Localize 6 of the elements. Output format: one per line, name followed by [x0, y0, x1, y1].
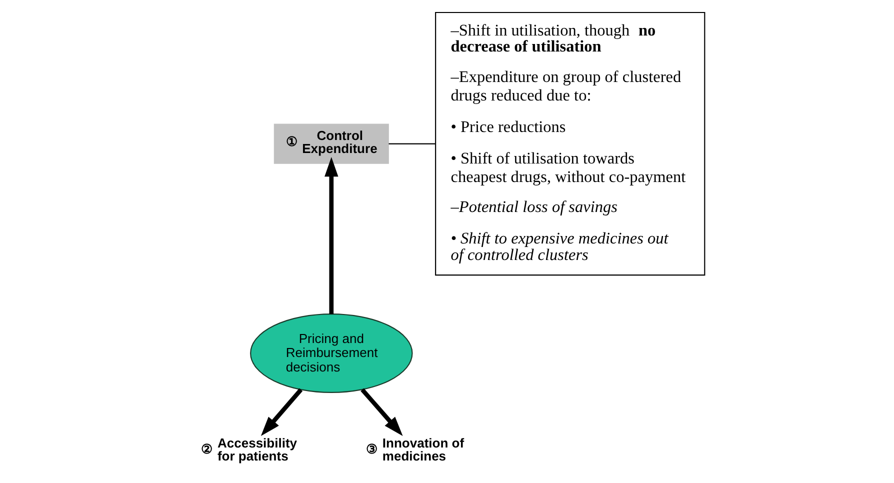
- arrow: [360, 388, 402, 436]
- node-box: –Shift in utilisation, though no decrease of utilisation –Expenditure on group of clustered drugs reduced due to: • Price reductions • Shift of utilisation towards cheapest drugs, without co-payment –Potential loss of savings • Shift to expensive medicines out of controlled clusters: [434, 12, 705, 276]
- arrow: [260, 388, 302, 436]
- node-ellipse: Pricing and Reimbursement decisions: [250, 314, 412, 393]
- connector: [388, 143, 435, 144]
- arrow: [324, 157, 338, 314]
